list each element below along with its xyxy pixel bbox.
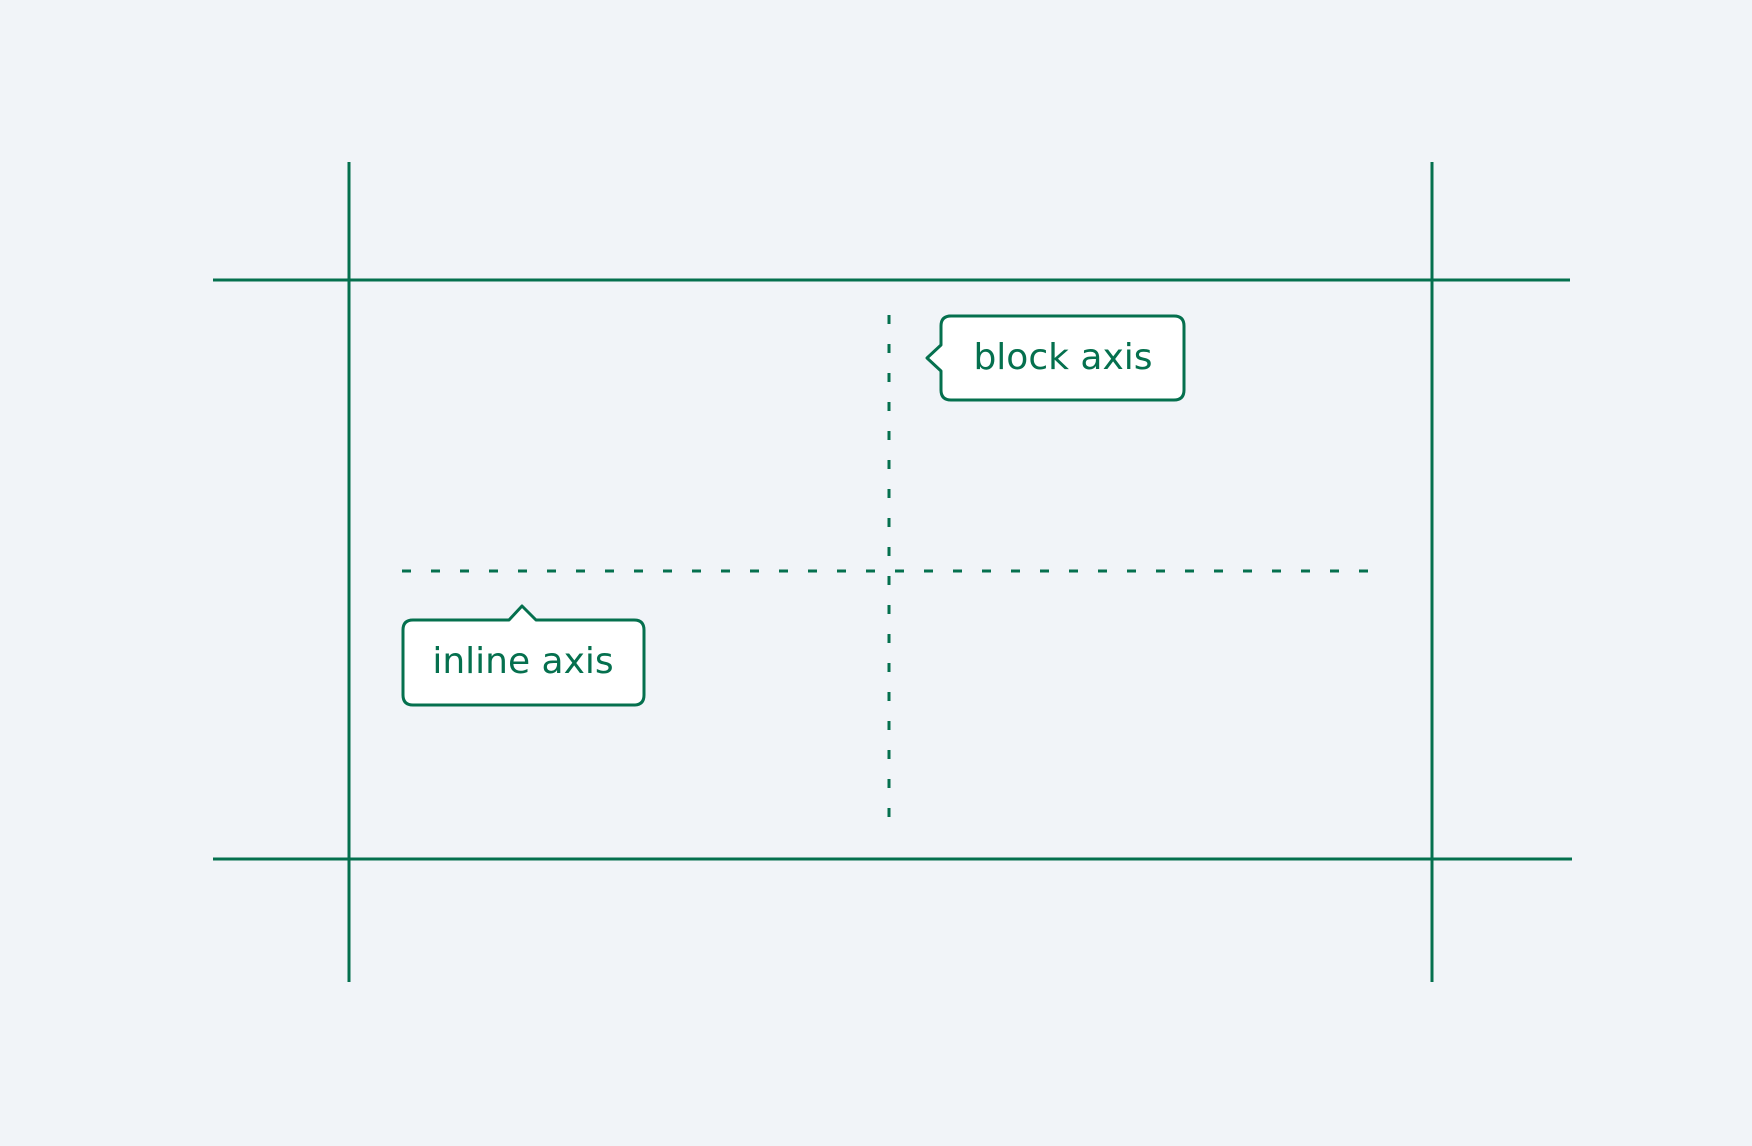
block-axis-label: block axis — [973, 337, 1152, 378]
inline-axis-label: inline axis — [432, 641, 613, 682]
inline-axis-callout: inline axis — [401, 604, 646, 707]
inline-axis-callout-box — [401, 604, 646, 707]
block-axis-callout: block axis — [925, 314, 1186, 402]
block-axis-callout-box — [925, 314, 1186, 402]
